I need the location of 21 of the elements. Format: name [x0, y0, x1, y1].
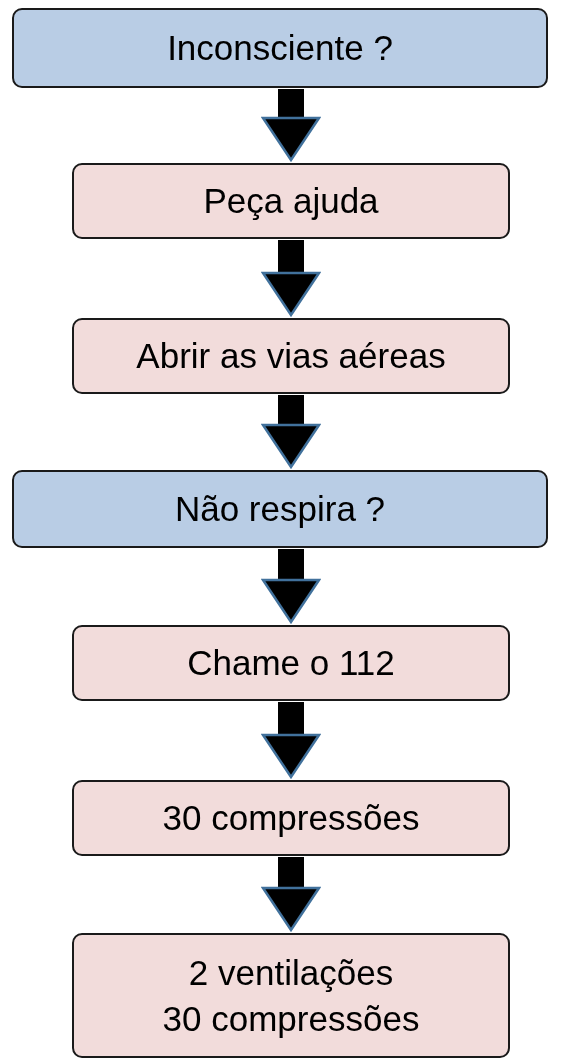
step-label: Inconsciente ? [167, 27, 393, 70]
step-label: Não respira ? [174, 488, 386, 531]
block-arrow [261, 549, 321, 624]
process-box [72, 625, 510, 701]
block-arrow [261, 240, 321, 317]
question-box [12, 470, 548, 548]
step-label: 30 compressões [162, 797, 420, 840]
process-box [72, 780, 510, 856]
step-label: 2 ventilações [188, 952, 394, 994]
question-box [12, 8, 548, 88]
block-arrow [261, 395, 321, 469]
step-label: Peça ajuda [203, 180, 379, 223]
block-arrow [261, 89, 321, 162]
process-box [72, 933, 510, 1058]
process-box [72, 318, 510, 394]
block-arrow [261, 702, 321, 779]
step-label: Chame o 112 [187, 642, 395, 685]
step-label: Abrir as vias aéreas [136, 335, 446, 378]
step-label: 30 compressões [162, 997, 420, 1040]
block-arrow [261, 857, 321, 932]
process-box [72, 163, 510, 239]
